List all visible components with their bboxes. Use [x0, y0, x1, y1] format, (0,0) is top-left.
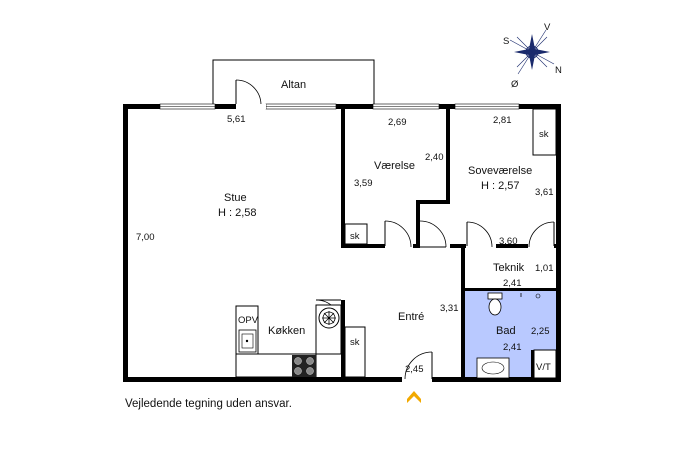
dim-teknik-depth: 1,01: [535, 263, 554, 274]
room-label-entre: Entré: [398, 311, 424, 323]
balcony-door: [235, 79, 262, 106]
wardrobe-entre: [344, 326, 366, 378]
dim-vaerelse-depth: 3,59: [354, 178, 373, 189]
door-soveværelse: [466, 221, 493, 248]
dim-entre-width: 2,45: [405, 364, 424, 375]
door-corridor: [419, 220, 447, 248]
dim-stue-depth: 7,00: [136, 232, 155, 243]
label-sk-sove: sk: [539, 129, 549, 140]
interior-walls: [341, 107, 558, 379]
wardrobe-vaerelse: [344, 223, 368, 245]
dim-bad-depth: 2,25: [531, 326, 550, 337]
toilet: [487, 292, 503, 316]
outer-walls: [123, 104, 561, 382]
disclaimer-caption: Vejledende tegning uden ansvar.: [125, 398, 292, 410]
stove: [292, 355, 316, 377]
vt-box: [533, 349, 557, 379]
compass-label-s: S: [503, 36, 509, 47]
room-label-teknik: Teknik: [493, 262, 525, 274]
bathroom-sink: [476, 357, 510, 379]
label-sk-vaerelse: sk: [350, 231, 360, 242]
label-sk-entre: sk: [350, 337, 360, 348]
dim-entre-depth: 3,31: [440, 303, 459, 314]
dim-vaerelse-width: 2,69: [388, 117, 407, 128]
room-label-koekken: Køkken: [268, 325, 305, 337]
dim-sove-depth: 3,61: [535, 187, 554, 198]
kitchen-fan: [318, 307, 340, 329]
dim-stue-width: 5,61: [227, 114, 246, 125]
room-label-stue: Stue: [224, 192, 247, 204]
room-height-sovevaerelse: H : 2,57: [481, 180, 520, 192]
room-label-altan: Altan: [281, 79, 306, 91]
compass-label-o: Ø: [511, 79, 519, 90]
shower-fixture: [520, 293, 541, 299]
dim-bad-width: 2,41: [503, 342, 522, 353]
room-height-stue: H : 2,58: [218, 207, 257, 219]
compass-label-n: N: [555, 65, 562, 76]
door-vaerelse: [384, 220, 412, 248]
windows: [159, 103, 520, 382]
compass-icon: [509, 29, 555, 75]
room-label-bad: Bad: [496, 325, 516, 337]
wardrobe-sove: [532, 108, 557, 156]
dim-sove-width: 2,81: [493, 115, 512, 126]
kitchen-sink: [238, 329, 257, 353]
door-entrance: [404, 351, 433, 380]
dim-sove-bottom: 3,60: [499, 236, 518, 247]
door-teknik: [528, 221, 555, 248]
dim-vaerelse-side: 2,40: [425, 152, 444, 163]
room-label-vaerelse: Værelse: [374, 160, 415, 172]
room-label-sovevaerelse: Soveværelse: [468, 165, 532, 177]
entrance-arrow-icon: [407, 391, 421, 403]
label-vt: V/T: [536, 362, 551, 373]
compass-label-v: V: [544, 22, 551, 33]
label-opv: OPV: [238, 315, 259, 326]
dim-teknik-width: 2,41: [503, 278, 522, 289]
